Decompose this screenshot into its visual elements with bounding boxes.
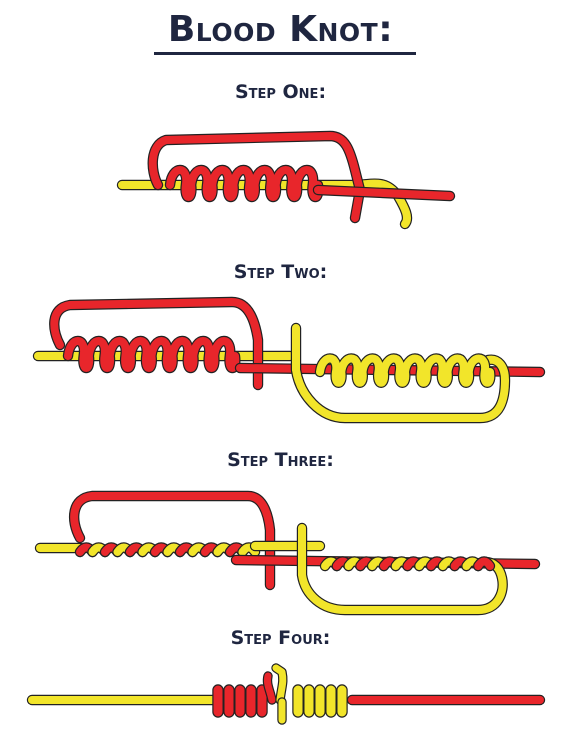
step1-red-tail (314, 186, 454, 200)
step2-yellow-coil (316, 354, 495, 387)
step3-yellow-loop (298, 524, 507, 614)
title-underline (154, 52, 416, 55)
step4-red-tag (264, 672, 276, 704)
step-three-illustration (34, 490, 541, 616)
step4-yellow-tag (272, 664, 287, 704)
step1-red-loop (148, 132, 364, 222)
step3-right-twist-13 (474, 557, 494, 570)
step3-red-loop (70, 492, 274, 589)
step-two-label: Step Two: (233, 261, 328, 283)
step-one-label: Step One: (234, 81, 327, 103)
step2-yellow-loop (292, 324, 509, 422)
step3-red-loop-outline (68, 490, 276, 591)
step1-red-coil (166, 166, 323, 201)
step-one-illustration (116, 130, 456, 230)
step-three-label: Step Three: (227, 449, 334, 471)
step-two-illustration (32, 296, 546, 424)
step2-red-coil (64, 337, 240, 372)
step-four-label: Step Four: (230, 627, 331, 649)
step-four-illustration (26, 663, 546, 725)
page-title: Blood Knot: (167, 9, 394, 50)
step3-yellow-loop-outline (296, 522, 508, 616)
step2-red-loop (50, 298, 262, 389)
